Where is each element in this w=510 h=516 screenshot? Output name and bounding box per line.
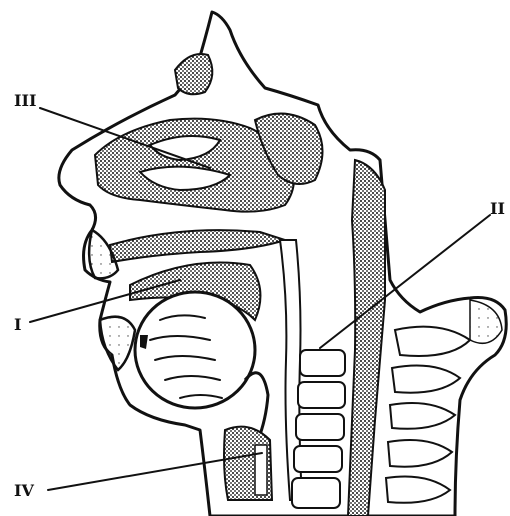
vertebra [296, 414, 344, 440]
hard-palate [110, 230, 285, 262]
label-III: III [14, 91, 36, 110]
spinous-process [386, 477, 450, 503]
label-I: I [14, 315, 21, 334]
spinal-column [348, 160, 385, 516]
spinous-process [395, 327, 470, 356]
label-II: II [490, 199, 505, 218]
spinous-process [388, 440, 452, 467]
tongue [135, 292, 255, 408]
lower-lip [100, 317, 135, 370]
upper-lip [89, 230, 118, 278]
spinous-process [392, 366, 460, 393]
posterior-neck-tissue [470, 300, 502, 343]
vertebra [300, 350, 345, 376]
spinous-process [390, 403, 455, 429]
label-IV: IV [14, 481, 34, 500]
vertebra [292, 478, 340, 508]
frontal-sinus [175, 54, 212, 94]
vertebra [294, 446, 342, 472]
vertebra [298, 382, 345, 408]
